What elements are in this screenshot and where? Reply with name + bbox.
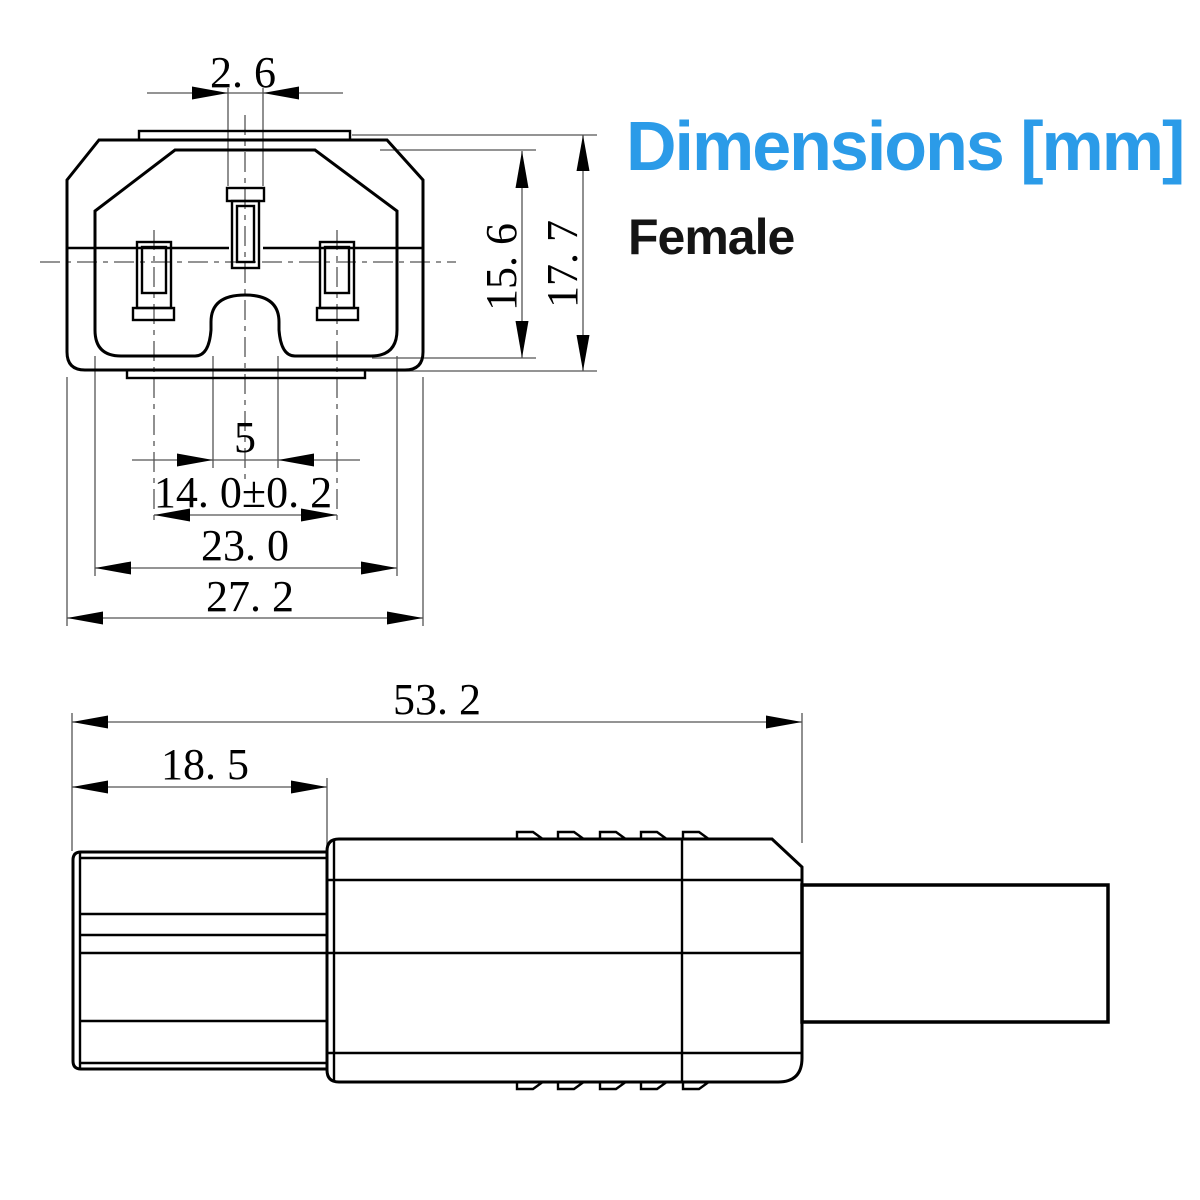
arrowhead — [72, 715, 108, 729]
side-view: 53. 2 18. 5 — [71, 675, 1110, 1091]
page-title: Dimensions [mm] — [626, 107, 1185, 185]
body-outline — [325, 837, 804, 1084]
plug-nose — [71, 850, 328, 1071]
arrowhead — [192, 86, 228, 100]
arrowhead — [154, 508, 190, 522]
left-pin-inner — [140, 245, 168, 295]
right-pin-cap — [315, 306, 360, 322]
extension-lines — [71, 713, 803, 851]
grip-rib — [639, 1081, 667, 1091]
arrowhead — [387, 611, 423, 625]
dim-label-recess-height: 15. 6 — [477, 223, 526, 311]
page-subtitle: Female — [628, 209, 795, 265]
grip-rib — [598, 1081, 626, 1091]
inner-recess-contour — [93, 148, 399, 358]
arrowhead — [291, 780, 327, 794]
socket-outline — [65, 129, 425, 380]
connector-body — [325, 830, 804, 1091]
dim-label-recess-width: 23. 0 — [201, 521, 289, 570]
grip-rib — [639, 830, 667, 840]
grip-rib — [598, 830, 626, 840]
arrowhead — [72, 780, 108, 794]
dim-label-notch-width: 5 — [234, 413, 256, 462]
arrowhead — [278, 453, 314, 467]
arrowhead — [301, 508, 337, 522]
dim-label-overall-height: 17. 7 — [538, 220, 587, 308]
nose-outline — [71, 850, 328, 1071]
dim-label-pin-slot-width: 2. 6 — [210, 48, 276, 97]
arrowhead — [177, 453, 213, 467]
centerlines — [40, 115, 456, 522]
bottom-lip — [125, 368, 367, 380]
grip-rib — [556, 830, 584, 840]
front-view: 2. 6 5 14. 0±0. 2 23. 0 27. 2 15. 6 17. … — [40, 48, 597, 626]
dim-label-overall-length: 53. 2 — [393, 675, 481, 724]
arrowhead — [515, 321, 529, 358]
grip-rib — [681, 830, 709, 840]
right-pin-inner — [323, 245, 351, 295]
grip-rib — [515, 1081, 543, 1091]
dim-label-pin-pitch: 14. 0±0. 2 — [154, 468, 332, 517]
earth-pin-inner — [235, 204, 256, 264]
left-pin-cap — [131, 306, 176, 322]
side-dimensions: 53. 2 18. 5 — [72, 675, 802, 794]
grip-rib — [556, 1081, 584, 1091]
arrowhead — [67, 611, 103, 625]
arrowhead — [576, 335, 590, 371]
dim-label-overall-width: 27. 2 — [206, 572, 294, 621]
arrowhead — [576, 135, 590, 171]
grip-rib — [681, 1081, 709, 1091]
front-dimensions: 2. 6 5 14. 0±0. 2 23. 0 27. 2 15. 6 17. … — [67, 48, 590, 625]
arrowhead — [361, 561, 397, 575]
arrowhead — [263, 86, 299, 100]
arrowhead — [766, 715, 802, 729]
earth-pin-slot — [230, 199, 261, 270]
cable — [800, 883, 1110, 1024]
arrowhead — [515, 151, 529, 188]
dim-label-front-section-length: 18. 5 — [161, 740, 249, 789]
pin-slots — [131, 186, 360, 322]
arrowhead — [95, 561, 131, 575]
outer-body — [65, 138, 425, 372]
extension-lines — [66, 88, 597, 626]
grip-rib — [515, 830, 543, 840]
